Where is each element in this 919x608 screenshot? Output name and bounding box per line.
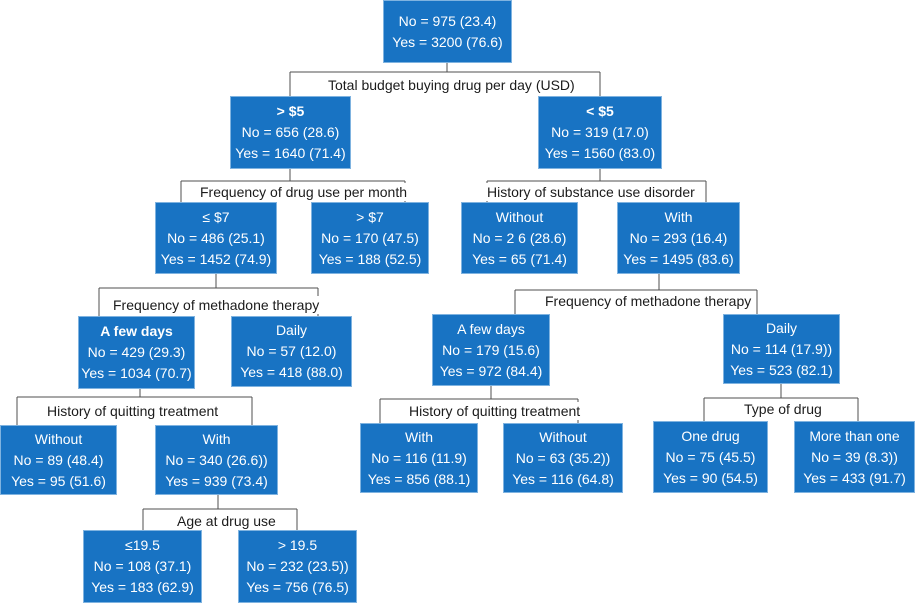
node-header: ≤19.5 — [125, 537, 160, 553]
node-methadone-daily-left: Daily No = 57 (12.0) Yes = 418 (88.0) — [231, 316, 352, 387]
node-drug-one: One drug No = 75 (45.5) Yes = 90 (54.5) — [653, 421, 768, 493]
node-yes: Yes = 3200 (76.6) — [392, 33, 503, 50]
node-header: Without — [539, 428, 587, 445]
node-yes: Yes = 1560 (83.0) — [544, 145, 656, 161]
node-quitting-without-right: Without No = 63 (35.2)) Yes = 116 (64.8) — [503, 423, 623, 493]
node-no: No = 63 (35.2)) — [515, 449, 611, 466]
node-header: > $5 — [276, 103, 305, 119]
node-no: No = 293 (16.4) — [629, 229, 728, 246]
split-label-methadone-right: Frequency of methadone therapy — [542, 292, 755, 310]
node-no: No = 319 (17.0) — [551, 124, 649, 140]
node-no: No = 232 (23.5)) — [246, 558, 349, 574]
node-header: More than one — [809, 427, 900, 444]
node-yes: Yes = 856 (88.1) — [367, 470, 471, 487]
node-age-le: ≤19.5 No = 108 (37.1) Yes = 183 (62.9) — [83, 530, 202, 603]
node-header: < $5 — [586, 103, 614, 119]
node-budget-lt5: < $5 No = 319 (17.0) Yes = 1560 (83.0) — [538, 96, 662, 169]
node-methadone-daily-right: Daily No = 114 (17.9)) Yes = 523 (82.1) — [723, 314, 840, 384]
node-header: Daily — [275, 322, 308, 338]
node-quitting-with-left: With No = 340 (26.6)) Yes = 939 (73.4) — [155, 425, 278, 495]
node-freq-le7: ≤ $7 No = 486 (25.1) Yes = 1452 (74.9) — [155, 202, 277, 274]
node-no: No = 170 (47.5) — [321, 229, 419, 246]
node-sud-without: Without No = 2 6 (28.6) Yes = 65 (71.4) — [461, 202, 578, 274]
node-yes: Yes = 1495 (83.6) — [623, 250, 734, 267]
node-quitting-without-left: Without No = 89 (48.4) Yes = 95 (51.6) — [0, 425, 117, 495]
node-header: With — [405, 428, 433, 445]
node-yes: Yes = 188 (52.5) — [318, 250, 422, 267]
node-no: No = 975 (23.4) — [398, 12, 497, 29]
node-no: No = 656 (28.6) — [241, 124, 340, 140]
node-no: No = 2 6 (28.6) — [472, 229, 567, 246]
node-yes: Yes = 1452 (74.9) — [160, 250, 272, 267]
node-yes: Yes = 116 (64.8) — [512, 470, 614, 487]
node-no: No = 57 (12.0) — [246, 343, 337, 359]
split-label-quitting-left: History of quitting treatment — [44, 402, 222, 420]
node-yes: Yes = 418 (88.0) — [240, 364, 343, 380]
node-no: No = 108 (37.1) — [93, 558, 192, 574]
node-age-gt: > 19.5 No = 232 (23.5)) Yes = 756 (76.5) — [238, 530, 357, 603]
node-no: No = 179 (15.6) — [442, 341, 540, 358]
node-header: With — [664, 208, 693, 225]
node-no: No = 340 (26.6)) — [165, 451, 268, 468]
node-no: No = 486 (25.1) — [167, 229, 265, 246]
node-yes: Yes = 1034 (70.7) — [81, 365, 192, 381]
node-header: Without — [495, 208, 544, 225]
node-header: > 19.5 — [277, 537, 318, 553]
node-header: ≤ $7 — [202, 208, 230, 225]
split-label-methadone-left: Frequency of methadone therapy — [110, 296, 323, 314]
split-label-budget: Total budget buying drug per day (USD) — [325, 76, 578, 94]
node-no: No = 114 (17.9)) — [730, 340, 833, 357]
node-no: No = 75 (45.5) — [665, 448, 756, 465]
node-yes: Yes = 65 (71.4) — [472, 250, 567, 267]
split-label-history-sud: History of substance use disorder — [484, 183, 698, 201]
split-label-frequency-drug-use: Frequency of drug use per month — [197, 183, 411, 201]
node-quitting-with-right: With No = 116 (11.9) Yes = 856 (88.1) — [360, 423, 478, 493]
node-drug-more-than-one: More than one No = 39 (8.3)) Yes = 433 (… — [794, 421, 915, 493]
node-header: Without — [34, 430, 83, 447]
split-label-type-of-drug: Type of drug — [741, 400, 825, 418]
node-no: No = 116 (11.9) — [371, 449, 467, 466]
node-yes: Yes = 1640 (71.4) — [235, 145, 346, 161]
node-yes: Yes = 939 (73.4) — [165, 472, 268, 489]
split-label-quitting-right: History of quitting treatment — [406, 402, 584, 420]
node-header: A few days — [457, 320, 525, 337]
node-root: No = 975 (23.4) Yes = 3200 (76.6) — [383, 0, 512, 63]
node-no: No = 39 (8.3)) — [811, 448, 898, 465]
node-methadone-fewdays-right: A few days No = 179 (15.6) Yes = 972 (84… — [432, 314, 550, 386]
node-sud-with: With No = 293 (16.4) Yes = 1495 (83.6) — [617, 202, 740, 274]
node-header: With — [202, 430, 231, 447]
node-header: > $7 — [356, 208, 384, 225]
node-budget-gt5: > $5 No = 656 (28.6) Yes = 1640 (71.4) — [230, 96, 351, 169]
node-yes: Yes = 972 (84.4) — [439, 362, 543, 379]
node-header: Daily — [765, 319, 798, 336]
node-methadone-fewdays-left: A few days No = 429 (29.3) Yes = 1034 (7… — [78, 316, 195, 389]
node-no: No = 429 (29.3) — [87, 344, 186, 360]
node-yes: Yes = 433 (91.7) — [803, 469, 906, 486]
node-yes: Yes = 756 (76.5) — [246, 579, 349, 595]
node-yes: Yes = 90 (54.5) — [663, 469, 758, 486]
node-header: One drug — [681, 427, 740, 444]
node-yes: Yes = 95 (51.6) — [11, 472, 106, 489]
node-header: A few days — [100, 323, 173, 339]
node-freq-gt7: > $7 No = 170 (47.5) Yes = 188 (52.5) — [311, 202, 429, 274]
node-no: No = 89 (48.4) — [13, 451, 104, 468]
node-yes: Yes = 183 (62.9) — [91, 579, 194, 595]
node-yes: Yes = 523 (82.1) — [730, 361, 833, 378]
split-label-age: Age at drug use — [174, 512, 279, 530]
